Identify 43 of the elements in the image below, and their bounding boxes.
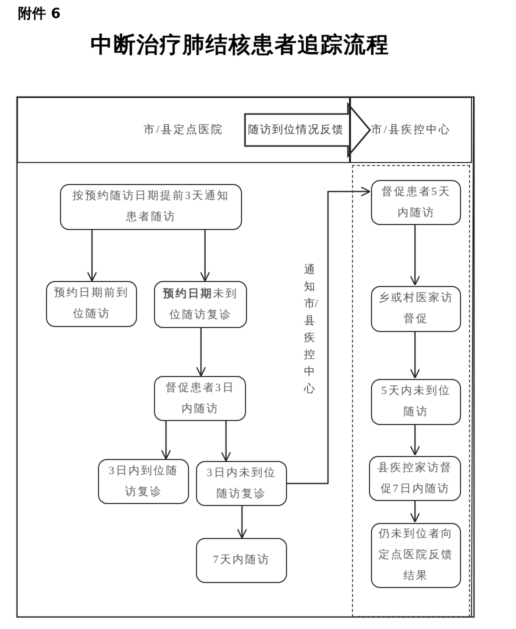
process-box xyxy=(46,281,137,327)
box-text: 督促患者5天内随访 xyxy=(380,184,452,220)
process-box xyxy=(371,180,461,225)
arrow xyxy=(236,506,248,539)
box-text: 市/县疾控中心 xyxy=(370,122,452,138)
arrow xyxy=(410,331,420,379)
arrow xyxy=(410,424,420,456)
arrow xyxy=(287,186,371,484)
box-text: 仍未到位者向定点医院反馈结果 xyxy=(378,527,454,584)
process-box xyxy=(371,379,461,425)
arrow xyxy=(220,421,232,462)
process-box xyxy=(196,538,287,583)
box-text: 督促患者3日内随访 xyxy=(164,380,236,416)
box-text: 按预约随访日期提前3天通知患者随访 xyxy=(72,188,230,225)
process-box xyxy=(154,376,246,421)
process-box xyxy=(371,523,461,588)
header-cell xyxy=(350,97,472,163)
process-box xyxy=(154,281,247,328)
process-box xyxy=(60,184,242,230)
arrow xyxy=(86,230,98,282)
arrow xyxy=(410,224,420,286)
box-text: 3日内未到位随访复诊 xyxy=(206,466,278,502)
dashed-region xyxy=(352,165,470,617)
box-text: 预约日期前到位随访 xyxy=(53,286,130,322)
arrow xyxy=(160,421,172,460)
box-text: 预约日期未到位随访复诊 xyxy=(162,286,239,322)
arrow xyxy=(196,328,206,377)
box-text: 县疾控家访督促7日内随访 xyxy=(376,460,454,496)
title: 中断治疗肺结核患者追踪流程 xyxy=(90,31,390,59)
process-box xyxy=(196,461,287,506)
box-text: 市/县定点医院 xyxy=(142,122,224,138)
box-text: 乡或村医家访督促 xyxy=(378,290,454,327)
attachment-label: 附件 6 xyxy=(18,5,61,23)
header-cell xyxy=(17,97,350,163)
box-text: 7天内随访 xyxy=(212,552,271,568)
process-box xyxy=(369,456,461,501)
process-box xyxy=(98,459,189,504)
box-text: 5天内未到位随访 xyxy=(380,384,452,420)
edge-label: 随访到位情况反馈 xyxy=(248,122,344,137)
box-text: 3日内到位随访复诊 xyxy=(108,464,180,500)
arrow xyxy=(410,500,420,523)
process-box xyxy=(371,286,461,332)
arrow xyxy=(200,230,210,282)
